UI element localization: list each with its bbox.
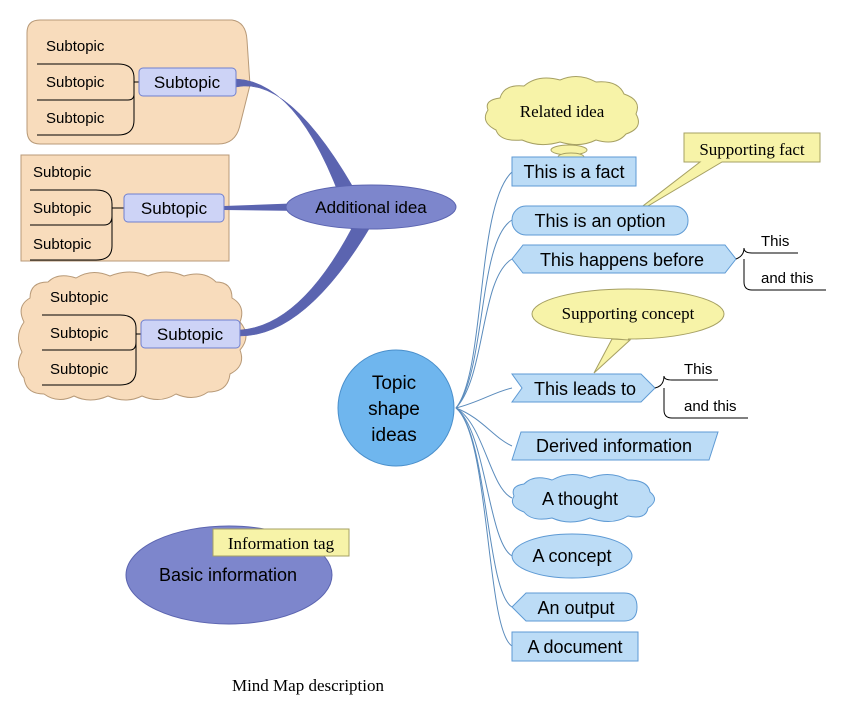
subtopic-2-2: Subtopic: [33, 200, 92, 217]
related-idea-label: Related idea: [520, 102, 605, 121]
topic-line-3: ideas: [371, 425, 416, 446]
additional-idea-label: Additional idea: [315, 198, 427, 217]
subtopic-group-3: [42, 314, 141, 386]
branch-derived-label: Derived information: [536, 436, 692, 456]
subtopic-node-2-label: Subtopic: [141, 199, 208, 218]
branch-concept-label: A concept: [532, 546, 611, 566]
branch-leads-to-label: This leads to: [534, 379, 636, 399]
happens-before-child-2: and this: [761, 270, 814, 287]
branch-thought-label: A thought: [542, 489, 618, 509]
subtopic-3-1: Subtopic: [50, 289, 109, 306]
hub-connector-3: [239, 223, 373, 337]
topic-node[interactable]: Topic shape ideas: [337, 349, 455, 467]
subtopic-group-1: [37, 63, 139, 136]
subtopic-1-2: Subtopic: [46, 74, 105, 91]
subtopic-node-2[interactable]: Subtopic: [123, 193, 225, 223]
information-tag[interactable]: Information tag: [212, 528, 350, 557]
branch-leads-to[interactable]: This leads to: [511, 373, 656, 403]
leads-to-children: [654, 375, 748, 419]
basic-information-label: Basic information: [159, 565, 297, 585]
branch-happens-before[interactable]: This happens before: [511, 244, 737, 274]
supporting-fact-callout[interactable]: Supporting fact: [625, 132, 821, 220]
branch-document[interactable]: A document: [511, 631, 639, 662]
branch-fact[interactable]: This is a fact: [511, 156, 637, 187]
branch-connectors: [455, 171, 513, 647]
branch-output-label: An output: [537, 598, 614, 618]
leads-to-child-1: This: [684, 361, 712, 378]
subtopic-3-3: Subtopic: [50, 361, 109, 378]
subtopic-group-2: [30, 189, 124, 261]
subtopic-1-1: Subtopic: [46, 38, 105, 55]
figure-caption: Mind Map description: [231, 676, 385, 695]
supporting-fact-label: Supporting fact: [699, 140, 805, 159]
subtopic-node-3-label: Subtopic: [157, 325, 224, 344]
branch-happens-before-label: This happens before: [540, 250, 704, 270]
leads-to-child-2: and this: [684, 398, 737, 415]
subtopic-node-1-label: Subtopic: [154, 73, 221, 92]
happens-before-child-1: This: [761, 233, 789, 250]
branch-output[interactable]: An output: [511, 592, 638, 622]
information-tag-label: Information tag: [228, 534, 335, 553]
branch-option-label: This is an option: [534, 211, 665, 231]
topic-line-1: Topic: [372, 373, 416, 394]
topic-line-2: shape: [368, 399, 420, 420]
branch-concept[interactable]: A concept: [511, 533, 633, 579]
branch-derived[interactable]: Derived information: [511, 431, 719, 461]
supporting-concept-callout[interactable]: Supporting concept: [531, 288, 725, 374]
related-idea-callout[interactable]: Related idea: [484, 76, 639, 162]
branch-document-label: A document: [527, 637, 622, 657]
supporting-concept-label: Supporting concept: [562, 304, 695, 323]
subtopic-3-2: Subtopic: [50, 325, 109, 342]
hub-connector-2: [224, 203, 304, 211]
additional-idea-node[interactable]: Additional idea: [285, 184, 457, 230]
branch-fact-label: This is a fact: [523, 162, 624, 182]
group-3-frame: [18, 271, 247, 401]
branch-thought[interactable]: A thought: [511, 474, 655, 523]
subtopic-node-3[interactable]: Subtopic: [140, 319, 241, 349]
subtopic-2-3: Subtopic: [33, 236, 92, 253]
subtopic-1-3: Subtopic: [46, 110, 105, 127]
happens-before-children: [735, 247, 826, 291]
branch-option[interactable]: This is an option: [511, 205, 689, 236]
subtopic-node-1[interactable]: Subtopic: [138, 67, 237, 97]
subtopic-2-1: Subtopic: [33, 164, 92, 181]
